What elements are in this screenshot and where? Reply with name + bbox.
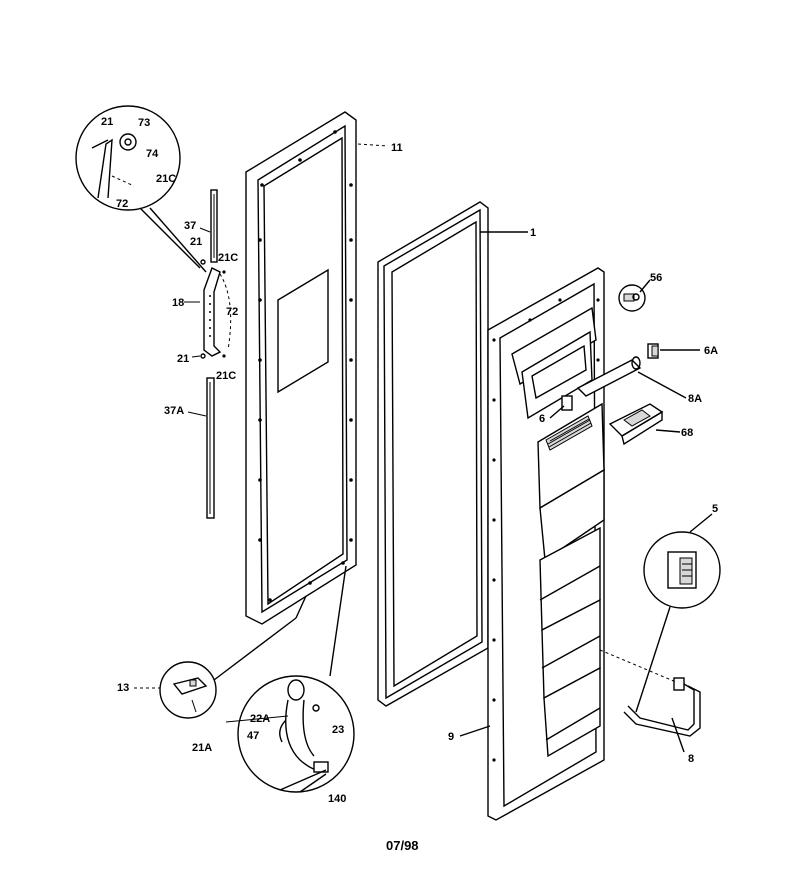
label-part-5: 5 [712, 503, 718, 515]
hinge-13-inset [159, 595, 307, 719]
label-part-21-top: 21 [101, 116, 113, 128]
label-part-13: 13 [117, 682, 129, 694]
label-part-56: 56 [650, 272, 662, 284]
bracket-8 [599, 649, 701, 753]
inner-door-liner [487, 267, 605, 821]
part-labels: 11 1 56 6A 8A 6 68 5 8 9 21 73 74 21C 72… [101, 116, 718, 805]
screw-56-callout [618, 284, 646, 312]
handle-detail-inset [75, 105, 207, 273]
leader-lines [134, 143, 700, 737]
label-part-68: 68 [681, 427, 693, 439]
module-5-inset [635, 513, 721, 713]
label-part-21-low: 21 [177, 353, 189, 365]
label-part-23: 23 [332, 724, 344, 736]
label-part-8: 8 [688, 753, 694, 765]
clip-6a [647, 343, 659, 359]
label-part-9: 9 [448, 731, 454, 743]
actuator-68 [608, 403, 664, 446]
label-part-72-top: 72 [116, 198, 128, 210]
label-part-37A: 37A [164, 405, 184, 417]
label-part-73: 73 [138, 117, 150, 129]
handle-assembly [200, 189, 232, 519]
label-part-47: 47 [247, 730, 259, 742]
label-part-22A: 22A [250, 713, 270, 725]
label-part-11: 11 [391, 142, 403, 154]
label-part-21A: 21A [192, 742, 212, 754]
label-part-8A: 8A [688, 393, 702, 405]
clip-6 [561, 395, 573, 411]
wire-harness-inset [237, 565, 355, 793]
label-part-74: 74 [146, 148, 159, 160]
label-part-18: 18 [172, 297, 184, 309]
door-gasket [377, 201, 489, 707]
outer-door-panel [245, 111, 357, 625]
label-part-21-mid: 21 [190, 236, 202, 248]
label-part-6: 6 [539, 413, 545, 425]
label-part-21C-top: 21C [156, 173, 176, 185]
label-part-37: 37 [184, 220, 196, 232]
label-part-72-mid: 72 [226, 306, 238, 318]
date-code: 07/98 [386, 838, 419, 853]
label-part-6A: 6A [704, 345, 718, 357]
label-part-21C-low: 21C [216, 370, 236, 382]
label-part-21C-mid: 21C [218, 252, 238, 264]
bar-8a [576, 356, 642, 397]
label-part-1: 1 [530, 227, 536, 239]
label-part-140: 140 [328, 793, 346, 805]
